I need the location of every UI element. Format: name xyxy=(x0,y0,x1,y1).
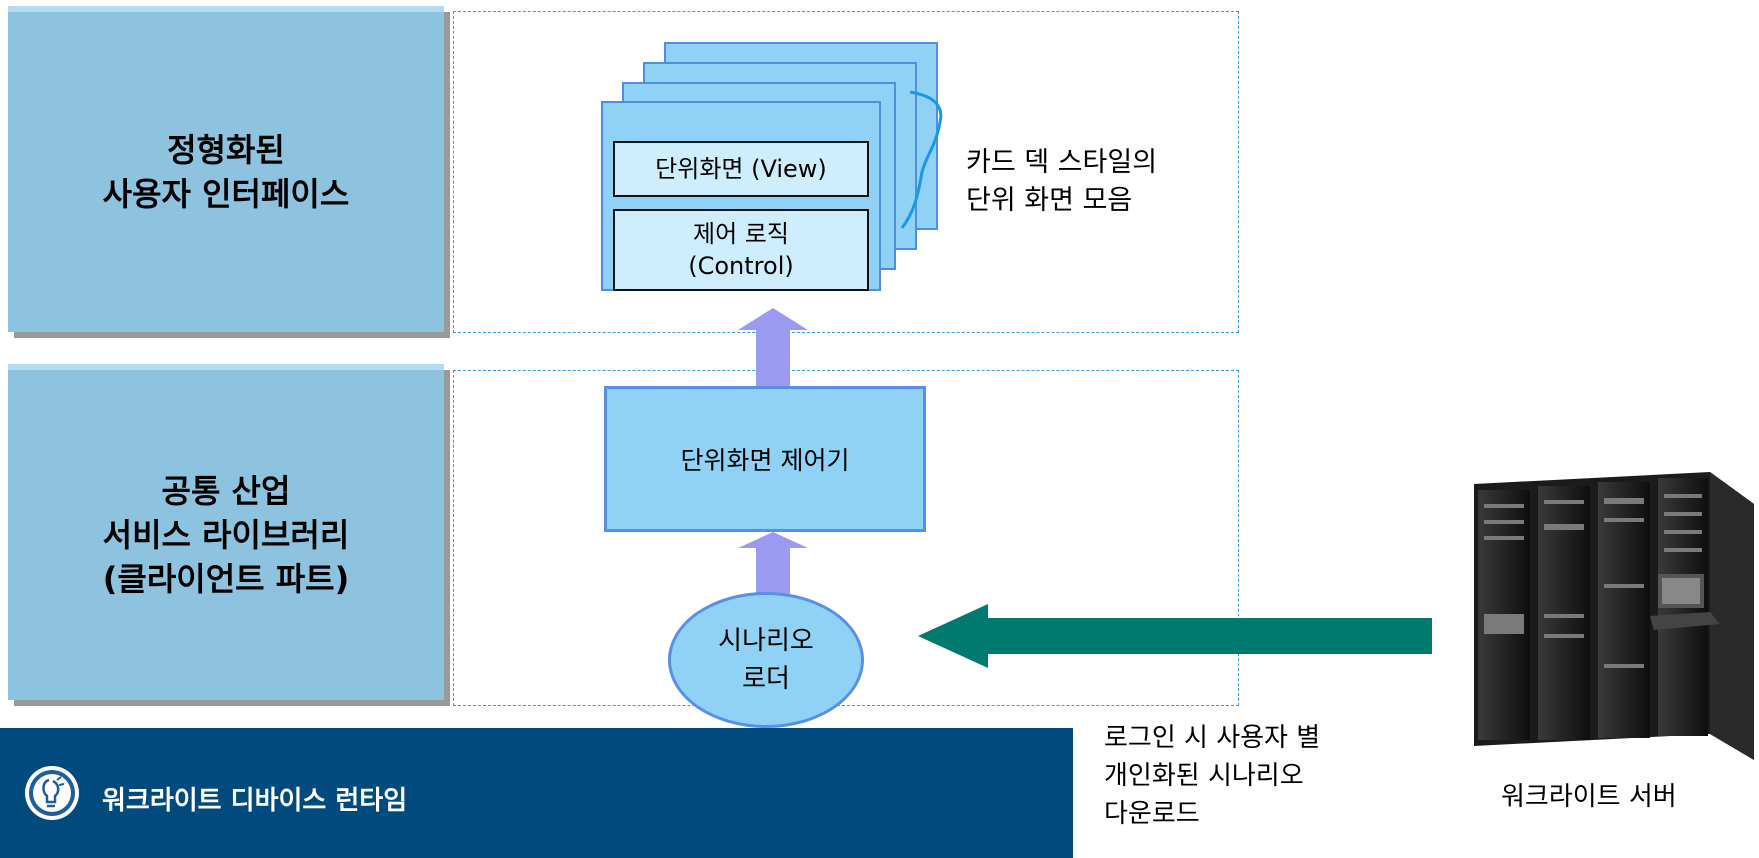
layer-label-ui: 정형화된 사용자 인터페이스 xyxy=(102,131,350,213)
library-layer-frame xyxy=(453,370,1239,706)
unit-screen-controller: 단위화면 제어기 xyxy=(604,386,926,532)
view-label: 단위화면 (View) xyxy=(655,155,827,183)
ui-layer-frame xyxy=(453,11,1239,333)
card-deck-caption: 카드 덱 스타일의 단위 화면 모음 xyxy=(966,147,1158,216)
control-box: 제어 로직 (Control) xyxy=(613,209,869,291)
runtime-label: 워크라이트 디바이스 런타임 xyxy=(102,786,408,816)
card-deck-callout-line xyxy=(900,90,943,229)
up-arrow-to-cards xyxy=(738,308,808,386)
view-box: 단위화면 (View) xyxy=(613,141,869,197)
layer-box-library: 공통 산업 서비스 라이브러리 (클라이언트 파트) xyxy=(8,364,444,700)
control-label: 제어 로직 (Control) xyxy=(688,220,794,280)
scenario-loader: 시나리오 로더 xyxy=(668,592,864,728)
layer-label-library: 공통 산업 서비스 라이브러리 (클라이언트 파트) xyxy=(102,472,350,598)
download-caption: 로그인 시 사용자 별 개인화된 시나리오 다운로드 xyxy=(1104,723,1321,829)
lightbulb-icon xyxy=(25,766,79,820)
card-front: 단위화면 (View) 제어 로직 (Control) xyxy=(601,101,881,291)
server-rack-icon xyxy=(1474,472,1754,760)
controller-label: 단위화면 제어기 xyxy=(680,446,850,475)
layer-box-ui: 정형화된 사용자 인터페이스 xyxy=(8,6,444,332)
loader-label: 시나리오 로더 xyxy=(718,626,814,694)
up-arrow-to-controller xyxy=(738,532,808,594)
download-arrow xyxy=(918,604,1432,668)
server-label: 워크라이트 서버 xyxy=(1501,782,1677,812)
device-runtime-bar xyxy=(0,728,1073,858)
